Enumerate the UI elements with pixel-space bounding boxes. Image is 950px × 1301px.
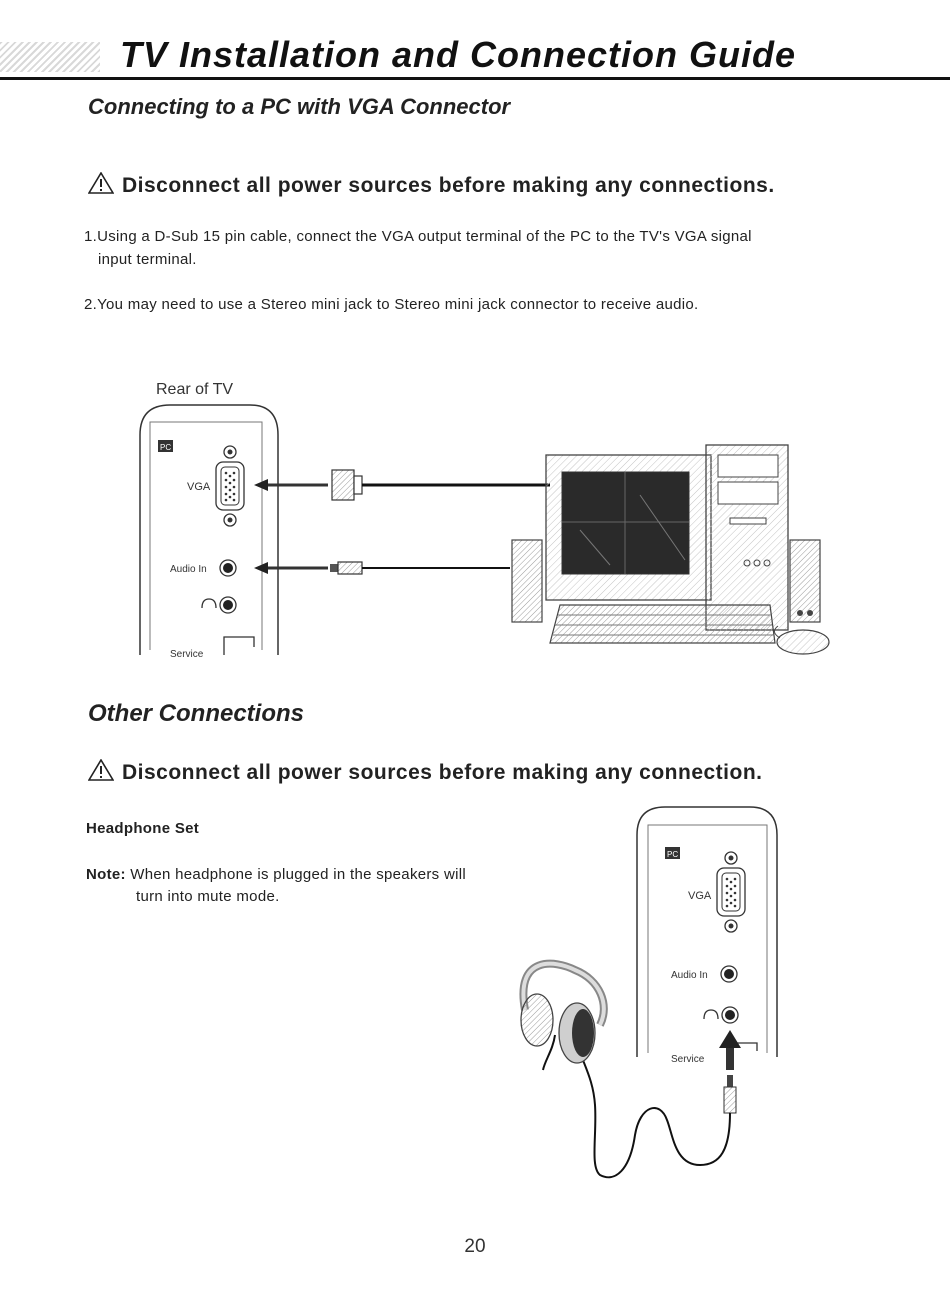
audio-arrow-icon xyxy=(254,562,328,574)
pc-illustration xyxy=(511,444,830,655)
headphone-symbol-icon xyxy=(201,598,217,609)
audio-in-jack-icon xyxy=(219,559,237,577)
vga-port-icon xyxy=(716,851,746,933)
service-label: Service xyxy=(671,1054,705,1065)
service-label: Service xyxy=(170,649,204,660)
headphone-set-heading: Headphone Set xyxy=(86,820,200,837)
pc-badge xyxy=(665,847,680,859)
pc-badge xyxy=(158,440,173,452)
headphone-connection-diagram: PC VGA Audio In Service xyxy=(519,806,778,1179)
section-heading-pc: Connecting to a PC with VGA Connector xyxy=(88,94,511,119)
pc-badge-text: PC xyxy=(160,443,171,452)
note-text-line1: When headphone is plugged in the speaker… xyxy=(130,866,466,883)
tv-rear-panel: PC VGA Audio In Service xyxy=(139,404,279,660)
headphone-jack-icon xyxy=(219,596,237,614)
audio-in-label: Audio In xyxy=(671,970,708,981)
note: Note: When headphone is plugged in the s… xyxy=(86,864,466,886)
headphone-cable xyxy=(574,1034,731,1179)
headphone-jack-icon xyxy=(721,1006,739,1024)
warning-triangle-icon xyxy=(88,759,114,781)
warning-text: Disconnect all power sources before maki… xyxy=(122,174,775,197)
warning-triangle-icon xyxy=(88,172,114,194)
mouse-icon xyxy=(776,629,830,655)
pc-badge-text: PC xyxy=(667,850,678,859)
pc-connection-diagram: PC VGA Audio In Service xyxy=(139,404,830,660)
audio-cable-plug-icon xyxy=(330,561,510,575)
tv-rear-panel-2: PC VGA Audio In Service xyxy=(636,806,778,1065)
note-label: Note: xyxy=(86,866,126,883)
rear-of-tv-label: Rear of TV xyxy=(156,381,234,398)
warning-text: Disconnect all power sources before maki… xyxy=(122,761,763,784)
page-title: TV Installation and Connection Guide xyxy=(120,34,797,75)
headphone-arrow-icon xyxy=(719,1030,741,1070)
vga-cable-plug-icon xyxy=(331,469,550,501)
note-text-line2: turn into mute mode. xyxy=(136,888,280,905)
warning-pc: Disconnect all power sources before maki… xyxy=(88,172,775,198)
audio-in-jack-icon xyxy=(720,965,738,983)
headphone-symbol-icon xyxy=(703,1009,719,1020)
section-heading-other: Other Connections xyxy=(88,700,305,727)
title-rule xyxy=(0,77,950,80)
headphone-plug-icon xyxy=(723,1075,737,1114)
vga-arrow-icon xyxy=(254,479,328,491)
warning-other: Disconnect all power sources before maki… xyxy=(88,759,763,785)
page-number: 20 xyxy=(464,1236,486,1257)
vga-label: VGA xyxy=(688,890,712,902)
header-decoration xyxy=(0,42,100,72)
step-2: 2.You may need to use a Stereo mini jack… xyxy=(84,296,699,313)
step-1-line2: input terminal. xyxy=(98,251,197,268)
headphone-icon xyxy=(519,959,608,1064)
vga-label: VGA xyxy=(187,481,211,493)
audio-in-label: Audio In xyxy=(170,564,207,575)
vga-port-icon xyxy=(215,445,245,527)
step-1-line1: 1.Using a D-Sub 15 pin cable, connect th… xyxy=(84,228,752,245)
